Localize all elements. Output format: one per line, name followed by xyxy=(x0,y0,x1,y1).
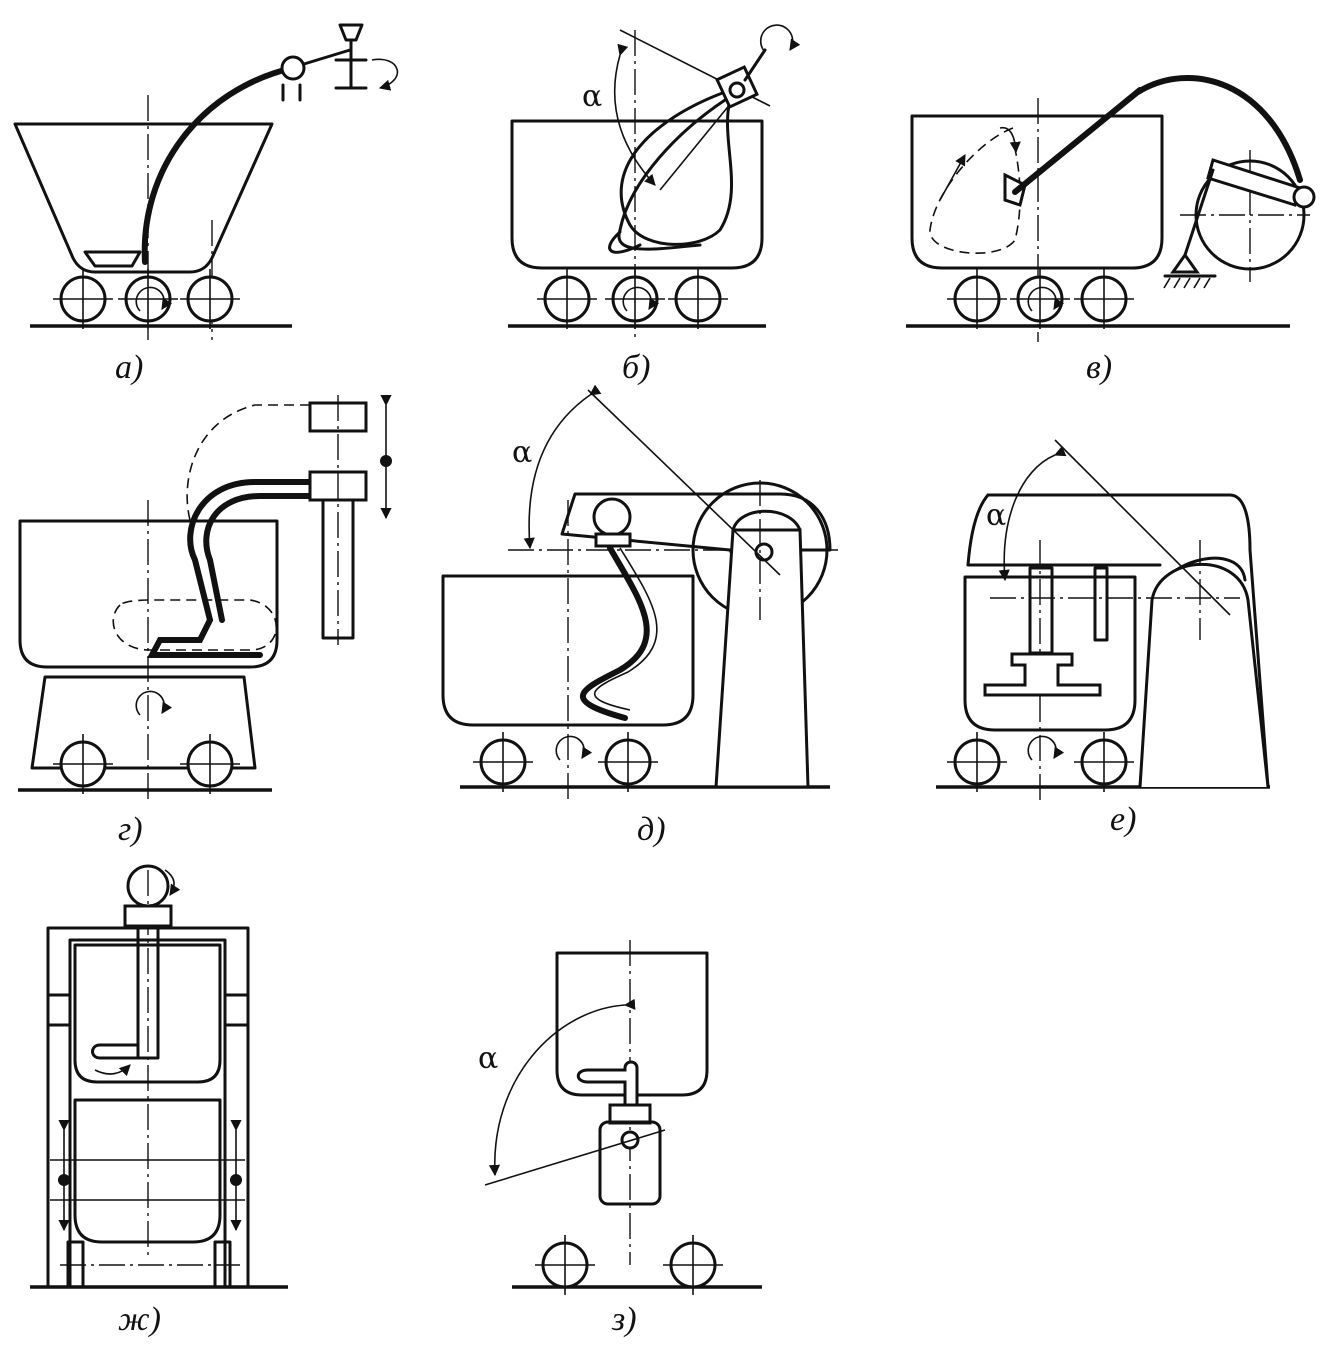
label-b: б) xyxy=(622,349,650,386)
bowl xyxy=(510,119,764,270)
bowl xyxy=(910,114,1164,270)
lever-arm xyxy=(141,65,295,265)
angle-ref-line xyxy=(1054,439,1231,616)
spiral-tool xyxy=(619,90,733,246)
hook-tool xyxy=(147,479,313,658)
bowl xyxy=(441,574,695,727)
panel-g: г) xyxy=(18,394,392,848)
bowl xyxy=(18,519,279,669)
angle-ref-line xyxy=(484,1129,666,1186)
pivot-joint xyxy=(280,55,306,81)
stand-column xyxy=(714,528,810,789)
lever-arm xyxy=(1012,87,1143,195)
label-g: г) xyxy=(118,811,143,848)
tool-blade xyxy=(576,1060,639,1107)
panel-zh: ж) xyxy=(30,864,288,1338)
angle-ref-line xyxy=(587,389,781,576)
upper-bowl xyxy=(73,943,222,1084)
drive-motor xyxy=(592,497,632,537)
panel-a: а) xyxy=(13,23,399,386)
angle-arc xyxy=(613,43,656,186)
label-d: д) xyxy=(637,811,666,848)
pivot-axis xyxy=(754,542,774,562)
panel-z: α з) xyxy=(478,940,762,1338)
fixed-support xyxy=(1170,252,1200,274)
alpha-label: α xyxy=(986,498,1006,533)
angle-arc xyxy=(523,384,602,550)
tool-blade xyxy=(91,1043,140,1060)
label-e: е) xyxy=(1110,801,1136,838)
label-v: в) xyxy=(1086,349,1112,386)
trolley-base xyxy=(30,675,257,770)
tool-shaft xyxy=(136,924,160,1060)
panel-e: α е) xyxy=(936,439,1270,838)
frame xyxy=(46,926,250,1289)
label-z: з) xyxy=(611,1301,637,1338)
beater-blade xyxy=(983,652,1102,697)
alpha-label: α xyxy=(478,1041,498,1076)
angle-arc xyxy=(998,445,1067,582)
angle-arc xyxy=(488,998,636,1177)
bowl xyxy=(13,122,274,274)
blade xyxy=(83,250,142,268)
lower-bowl xyxy=(73,1098,222,1244)
alpha-label: α xyxy=(512,435,532,470)
connecting-rod xyxy=(1206,158,1302,207)
panel-d: α д) xyxy=(441,384,838,848)
panel-b: α б) xyxy=(508,24,801,386)
spiral-tool xyxy=(580,545,650,721)
crank-head xyxy=(338,23,364,42)
alpha-label: α xyxy=(582,79,602,114)
beater-shaft xyxy=(1028,566,1054,655)
bowl xyxy=(963,575,1137,732)
label-a: а) xyxy=(115,349,143,386)
scraper xyxy=(1093,566,1109,642)
label-zh: ж) xyxy=(118,1301,161,1338)
panel-v: в) xyxy=(906,75,1316,386)
